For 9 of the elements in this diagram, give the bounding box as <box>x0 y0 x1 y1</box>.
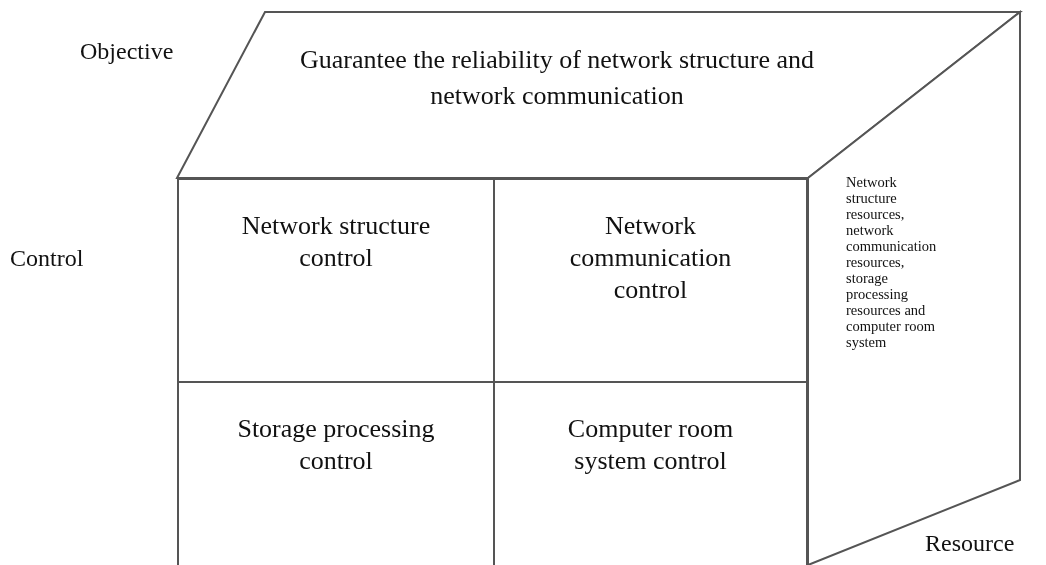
axis-label: Objective <box>80 38 174 65</box>
control-cell: Storage processing control <box>177 381 493 565</box>
control-cell: Computer room system control <box>493 381 808 565</box>
objective-text: Guarantee the reliability of network structure and network communication <box>299 44 815 112</box>
control-cell: Network structure control <box>177 178 493 381</box>
axis-label: Resource <box>925 530 1015 557</box>
control-cell: Network communication control <box>493 178 808 381</box>
resource-text: Network structure resources, network communication resources, storage processing resources and computer room system <box>846 174 938 350</box>
axis-label: Control <box>10 245 84 272</box>
